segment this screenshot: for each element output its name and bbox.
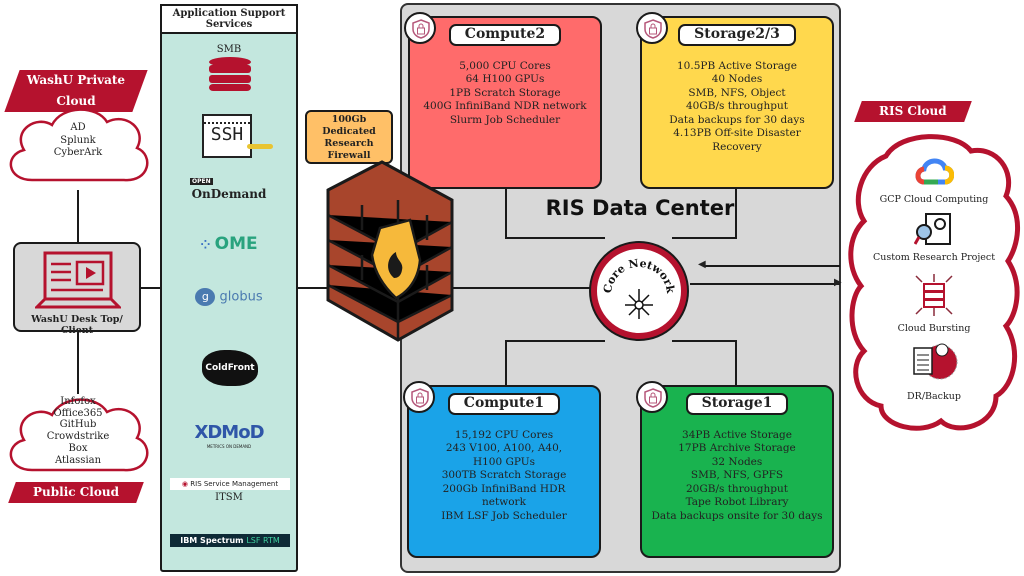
- connector: [140, 287, 160, 289]
- ris-cloud-banner: RIS Cloud: [854, 101, 972, 122]
- globus-logo[interactable]: g globus: [162, 288, 296, 306]
- connector: [505, 237, 605, 239]
- itsm-label: ITSM: [215, 492, 243, 503]
- ris-cloud-icon: [848, 134, 1021, 431]
- connector: [77, 332, 79, 394]
- connector: [705, 265, 840, 267]
- ris-service-management[interactable]: ◉ RIS Service Management: [170, 478, 290, 490]
- connector: [735, 340, 737, 385]
- coldfront-logo[interactable]: ColdFront: [202, 350, 258, 386]
- key-icon: [247, 144, 273, 149]
- public-cloud-banner: Public Cloud: [8, 482, 144, 503]
- compute1-title: Compute1: [447, 393, 561, 415]
- connector: [505, 340, 605, 342]
- smb-label: SMB: [216, 44, 242, 55]
- lock-shield-icon: [636, 12, 668, 44]
- connector: [440, 287, 592, 289]
- storage23-title: Storage2/3: [678, 24, 796, 46]
- connector: [672, 340, 737, 342]
- compute2-title: Compute2: [448, 24, 562, 46]
- dr-backup-icon: [913, 343, 958, 380]
- firewall-label: 100Gb Dedicated Research Firewall: [305, 110, 393, 164]
- ssh-icon: SSH: [202, 114, 252, 158]
- ome-logo[interactable]: ⁘ OME: [200, 234, 258, 254]
- ondemand-logo[interactable]: OnDemand: [191, 187, 267, 201]
- arrow-right-icon: ▶: [834, 277, 842, 288]
- connector: [505, 340, 507, 385]
- svg-text:Core Network: Core Network: [601, 257, 677, 295]
- desktop-client[interactable]: WashU Desk Top/ Client: [13, 242, 141, 336]
- public-cloud-icon: [9, 398, 149, 472]
- connector: [690, 283, 840, 285]
- services-title: Application Support Services: [160, 4, 298, 34]
- storage1-title: Storage1: [685, 393, 789, 415]
- core-network[interactable]: Core Network: [591, 243, 687, 339]
- lock-shield-icon: [404, 12, 436, 44]
- cloud-bursting[interactable]: Cloud Bursting: [897, 323, 971, 334]
- ondemand-open: OPEN: [190, 178, 213, 185]
- firewall-brick-icon[interactable]: [322, 160, 458, 342]
- ris-cloud-items: GCP Cloud Computing Custom Research Proj…: [848, 130, 1020, 430]
- lock-shield-icon: [403, 381, 435, 413]
- xdmod-logo[interactable]: XDMoD: [194, 422, 264, 443]
- cloud-bursting-icon: [915, 274, 953, 316]
- arrow-left-icon: ◀: [698, 259, 706, 270]
- desktop-label: WashU Desk Top/ Client: [31, 314, 123, 336]
- dr-backup[interactable]: DR/Backup: [907, 391, 961, 402]
- connector: [735, 188, 737, 238]
- private-cloud-icon: [9, 108, 149, 182]
- research-project-icon: [914, 213, 951, 245]
- gcp-cloud-computing[interactable]: GCP Cloud Computing: [879, 194, 989, 205]
- network-hub-icon: Core Network: [601, 257, 677, 319]
- connector: [672, 237, 737, 239]
- laptop-icon: [35, 251, 121, 309]
- custom-research-project[interactable]: Custom Research Project: [872, 252, 996, 263]
- application-support-services: Application Support Services SMB SSH OPE…: [160, 4, 298, 572]
- connector: [505, 188, 507, 238]
- ibm-spectrum-logo[interactable]: IBM Spectrum LSF RTM: [170, 534, 290, 547]
- database-icon: [209, 57, 251, 91]
- connector: [77, 190, 79, 242]
- xdmod-subtitle: METRICS ON DEMAND: [206, 444, 252, 449]
- lock-shield-icon: [636, 381, 668, 413]
- data-center-title: RIS Data Center: [545, 196, 735, 220]
- google-cloud-icon: [915, 158, 954, 185]
- connector: [298, 287, 338, 289]
